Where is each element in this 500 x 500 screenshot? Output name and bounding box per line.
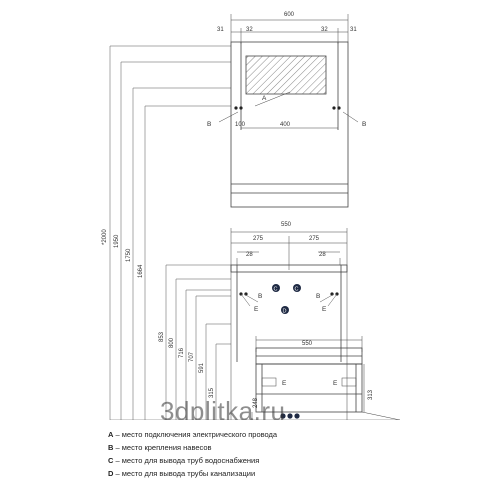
middle-inner-left-label: 28 xyxy=(246,252,253,258)
height-dimension-lines xyxy=(109,45,400,420)
legend-text: – место подключения электрического прово… xyxy=(113,430,278,439)
height-1950-label: 1950 xyxy=(114,234,120,248)
height-1750-label: 1750 xyxy=(126,248,132,262)
top-offset-left-label: 31 xyxy=(217,27,224,33)
top-dim-400-label: 400 xyxy=(280,122,291,128)
height-313-label: 313 xyxy=(368,389,374,400)
top-inner-right-label: 32 xyxy=(321,27,328,33)
middle-half-right-label: 275 xyxy=(309,236,320,242)
top-label-b-left: B xyxy=(207,121,211,128)
bottom-label-e-right: E xyxy=(333,380,338,387)
technical-drawing: 600 31 32 32 31 A B B 100 400 *2000 1950… xyxy=(102,12,401,420)
height-853-label: 853 xyxy=(159,331,165,342)
vanity-section xyxy=(251,336,401,420)
legend-key: B xyxy=(108,443,114,452)
vanity-leader-lines xyxy=(240,293,338,307)
top-width-label: 600 xyxy=(284,12,295,18)
middle-label-b-right: B xyxy=(316,293,320,300)
height-800-label: 800 xyxy=(169,337,175,348)
middle-label-c-right: C xyxy=(295,287,299,293)
height-707-label: 707 xyxy=(189,351,195,362)
middle-label-c-left: C xyxy=(274,287,278,293)
top-dim-100-label: 100 xyxy=(235,122,246,128)
legend-key: C xyxy=(108,456,114,465)
middle-inner-right-label: 28 xyxy=(319,252,326,258)
middle-width-label: 550 xyxy=(281,222,292,228)
vanity-frame xyxy=(230,228,348,420)
height-591-label: 591 xyxy=(199,362,205,373)
legend: A – место подключения электрического про… xyxy=(108,430,488,482)
bottom-label-e-left: E xyxy=(282,380,287,387)
top-label-a: A xyxy=(262,95,267,102)
legend-text: – место для вывода труб водоснабжения xyxy=(113,456,260,465)
top-label-b-right: B xyxy=(362,121,366,128)
middle-label-b-left: B xyxy=(258,293,262,300)
legend-item-a: A – место подключения электрического про… xyxy=(108,430,488,443)
middle-label-d: D xyxy=(283,309,287,315)
bottom-width-label: 550 xyxy=(302,341,313,347)
middle-label-e-right: E xyxy=(322,306,327,313)
legend-text: – место для вывода трубы канализации xyxy=(113,469,256,478)
wall-cabinet-hanger-points xyxy=(234,106,341,110)
height-315-label: 315 xyxy=(209,387,215,398)
legend-key: D xyxy=(108,469,114,478)
middle-half-left-label: 275 xyxy=(253,236,264,242)
watermark: 3dplitka.ru xyxy=(160,396,285,420)
vanity-section-markers xyxy=(280,413,300,419)
height-2000-label: *2000 xyxy=(102,229,108,245)
legend-item-b: B – место крепления навесов xyxy=(108,443,488,456)
top-offset-right-label: 31 xyxy=(350,27,357,33)
height-1664-label: 1664 xyxy=(138,264,144,278)
middle-label-e-left: E xyxy=(254,306,259,313)
legend-item-c: C – место для вывода труб водоснабжения xyxy=(108,456,488,469)
wall-cabinet xyxy=(218,14,359,208)
height-716-label: 716 xyxy=(179,347,185,358)
legend-item-d: D – место для вывода трубы канализации xyxy=(108,469,488,482)
top-inner-left-label: 32 xyxy=(246,27,253,33)
legend-key: A xyxy=(108,430,114,439)
legend-text: – место крепления навесов xyxy=(113,443,212,452)
